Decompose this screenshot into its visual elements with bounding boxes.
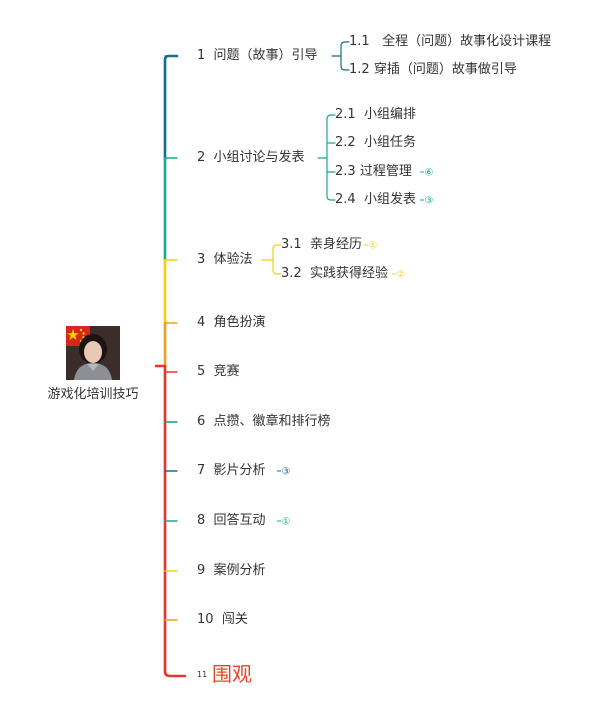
badge-2-3: ⑥	[425, 168, 434, 179]
badge-3-1: ①	[369, 241, 378, 252]
subtopic-1-1[interactable]: 1.1 全程（问题）故事化设计课程	[349, 34, 552, 49]
branch-10-label[interactable]: 10 闯关	[197, 612, 248, 627]
branch-9-label[interactable]: 9 案例分析	[197, 563, 266, 578]
subtopic-2-4[interactable]: 2.4 小组发表	[335, 192, 416, 207]
subtopic-1-2[interactable]: 1.2 穿插（问题）故事做引导	[349, 62, 517, 77]
branch-3-children-bracket	[272, 244, 282, 275]
branch-3-label[interactable]: 3 体验法	[197, 252, 253, 267]
root-avatar	[66, 326, 120, 380]
badge-3-2: ②	[397, 270, 406, 281]
badge-2-4: ③	[425, 196, 434, 207]
subtopic-2-2[interactable]: 2.2 小组任务	[335, 135, 416, 150]
branch-2-children-bracket	[326, 114, 336, 201]
branch-7-label[interactable]: 7 影片分析	[197, 463, 266, 478]
branch-8-label[interactable]: 8 回答互动	[197, 513, 266, 528]
branch-1-label[interactable]: 1 问题（故事）引导	[197, 48, 318, 63]
badge-7: ③	[282, 467, 291, 478]
trunk-segment-1	[163, 54, 179, 160]
branch-2-label[interactable]: 2 小组讨论与发表	[197, 150, 305, 165]
subtopic-2-1[interactable]: 2.1 小组编排	[335, 107, 416, 122]
branch-11-label[interactable]: 围观	[212, 662, 252, 686]
root-topic[interactable]: 游戏化培训技巧	[47, 387, 139, 402]
subtopic-3-1[interactable]: 3.1 亲身经历	[281, 237, 362, 252]
branch-11-number: 11	[197, 670, 208, 679]
badge-8: ①	[282, 517, 291, 528]
trunk-segment-5	[163, 364, 187, 678]
branch-5-label[interactable]: 5 竞赛	[197, 364, 240, 379]
branch-4-label[interactable]: 4 角色扮演	[197, 315, 266, 330]
subtopic-2-3[interactable]: 2.3 过程管理	[335, 164, 412, 179]
branch-6-label[interactable]: 6 点攒、徽章和排行榜	[197, 414, 331, 429]
branch-1-children-bracket	[340, 41, 350, 71]
subtopic-3-2[interactable]: 3.2 实践获得经验	[281, 266, 388, 281]
